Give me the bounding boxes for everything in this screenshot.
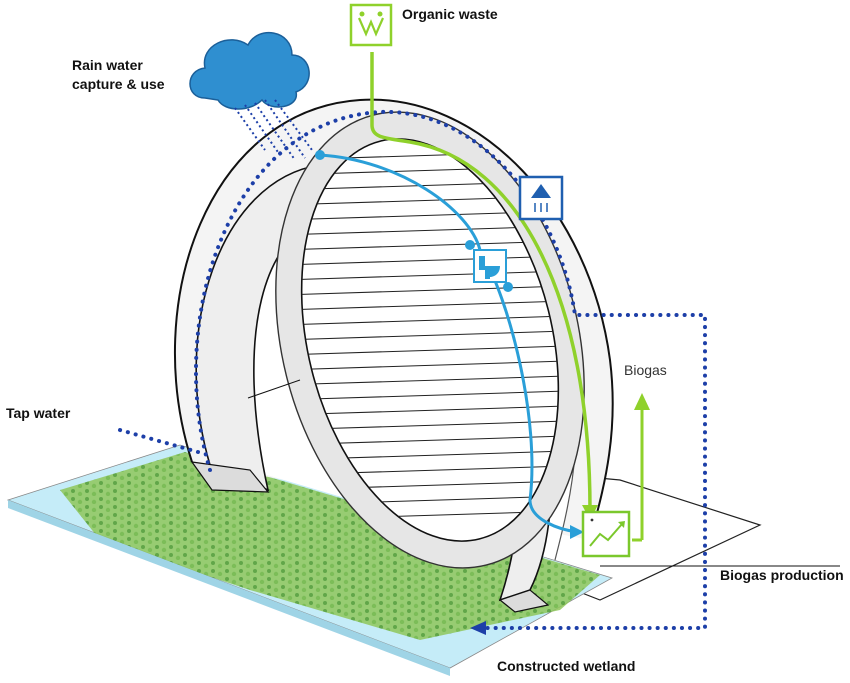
wetland-vegetation bbox=[60, 452, 600, 640]
biogas-chart-icon bbox=[581, 510, 631, 558]
central-lens bbox=[300, 138, 560, 542]
right-leg bbox=[498, 589, 550, 613]
grey-water-flow bbox=[319, 153, 579, 534]
cloud-icon bbox=[189, 31, 310, 110]
toilet-icon bbox=[473, 249, 507, 283]
biogas-output-arrow bbox=[632, 393, 650, 542]
biogas-production-label: Biogas production bbox=[720, 567, 844, 583]
organic-waste-label: Organic waste bbox=[402, 6, 498, 22]
tap-water-flow bbox=[118, 428, 200, 454]
organic-waste-flow bbox=[370, 52, 592, 511]
wetland-arrow-head bbox=[470, 621, 486, 635]
rain-water-label-line1: Rain water bbox=[72, 57, 143, 73]
tap-water-label: Tap water bbox=[6, 405, 71, 421]
shower-icon bbox=[518, 175, 564, 221]
rain-drops bbox=[234, 99, 313, 161]
biogas-label: Biogas bbox=[624, 362, 667, 378]
rain-water-flow bbox=[193, 109, 707, 630]
rain-cloud-group bbox=[189, 31, 313, 161]
constructed-wetland-label: Constructed wetland bbox=[497, 658, 636, 674]
rain-water-label-line2: capture & use bbox=[72, 76, 165, 92]
arch-structure bbox=[173, 98, 840, 613]
organic-waste-icon bbox=[349, 3, 393, 47]
